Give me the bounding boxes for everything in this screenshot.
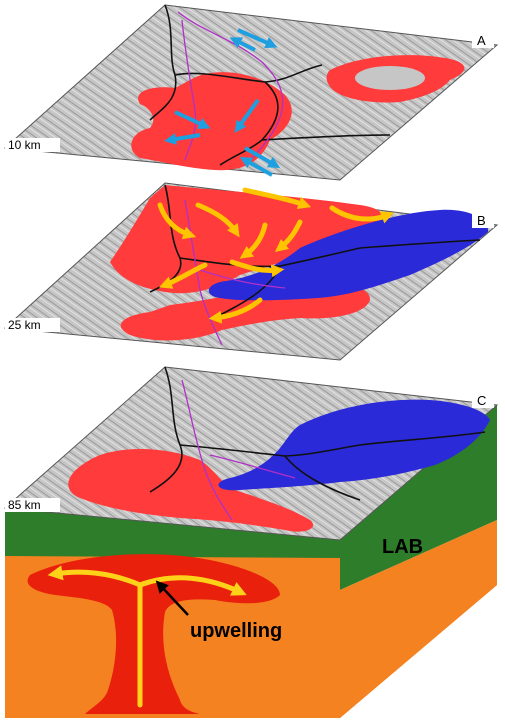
panel-c-province-boundary bbox=[181, 379, 296, 521]
plume-body bbox=[27, 554, 280, 714]
panel-c-letter: C bbox=[477, 393, 486, 408]
panel-a-depth-label: 10 km bbox=[8, 138, 41, 152]
panel-a: A 10 km bbox=[3, 4, 499, 181]
panel-b-province-boundary bbox=[184, 199, 286, 346]
panel-a-province-boundary bbox=[177, 11, 284, 161]
panel-c-depth-label: 85 km bbox=[8, 498, 41, 512]
panel-a-flow-arrows bbox=[164, 28, 281, 177]
panel-b-depth-label: 25 km bbox=[8, 318, 41, 332]
panel-a-slow-anomaly bbox=[131, 72, 292, 171]
panel-c-fast-anomaly bbox=[218, 399, 490, 491]
upwelling-pointer bbox=[155, 580, 189, 616]
panel-b-letter: B bbox=[477, 213, 486, 228]
panel-b-flow-arrows bbox=[157, 187, 395, 324]
panel-a-fault-line bbox=[149, 4, 391, 166]
panel-b: B 25 km bbox=[3, 182, 499, 361]
panel-c-slow-anomaly bbox=[68, 448, 314, 532]
panel-b-slow-anomaly bbox=[110, 185, 382, 294]
lab-label: LAB bbox=[382, 536, 423, 558]
block-front-lithosphere bbox=[5, 508, 340, 560]
panel-a-letter: A bbox=[477, 33, 486, 48]
panel-b-fast-anomaly bbox=[208, 209, 489, 301]
plume-core-arrows bbox=[47, 565, 247, 708]
panel-c: C 85 km LAB upwelling bbox=[3, 366, 499, 718]
panel-c-fault-line bbox=[149, 366, 486, 501]
upwelling-label: upwelling bbox=[190, 620, 282, 642]
